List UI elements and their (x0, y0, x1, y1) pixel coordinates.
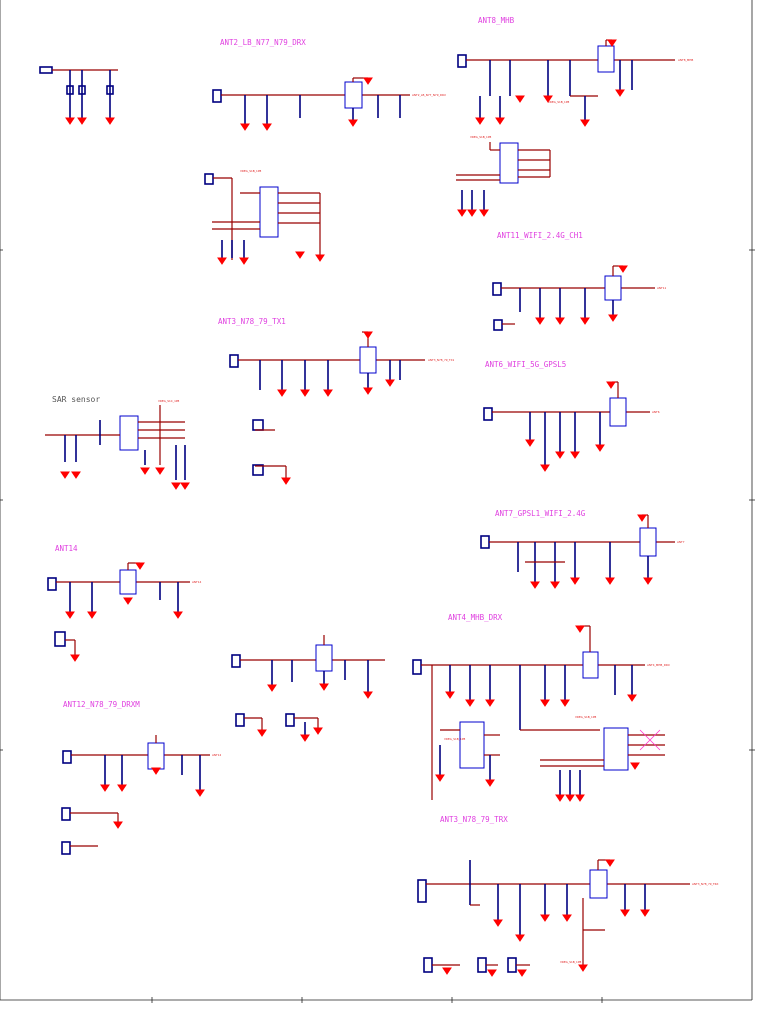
section-title-ant3-tx: ANT3_N78_79_TX1 (218, 317, 286, 326)
section-title-sar: SAR sensor (52, 395, 100, 404)
svg-text:ANT14: ANT14 (192, 580, 201, 584)
circuit-block-ant11: ANT11 (492, 265, 666, 331)
circuit-block-ant3-trx: ANT3_N78_79_TRX VREG_S1B_1P8 (417, 859, 719, 977)
svg-text:ANT3_N78_79_TRX: ANT3_N78_79_TRX (692, 882, 719, 886)
svg-text:ANT8_MHB: ANT8_MHB (678, 58, 693, 62)
svg-text:ANT6: ANT6 (652, 410, 660, 414)
svg-text:ANT11: ANT11 (657, 286, 666, 290)
svg-text:ANT3_N78_79_TX1: ANT3_N78_79_TX1 (428, 358, 455, 362)
section-title-ant12: ANT12_N78_79_DRXM (63, 700, 140, 709)
circuit-block-ant6: ANT6 (483, 381, 660, 472)
circuit-block-middle (231, 635, 385, 742)
svg-text:VREG_S1B_1P8: VREG_S1B_1P8 (444, 737, 466, 741)
circuit-block-ant14: ANT14 (47, 562, 201, 662)
section-title-ant3-trx: ANT3_N78_79_TRX (440, 815, 508, 824)
section-title-ant2: ANT2_LB_N77_N79_DRX (220, 38, 306, 47)
svg-text:VREG_S1B_1P8: VREG_S1B_1P8 (470, 135, 492, 139)
svg-text:ANT4_MHB_DRX: ANT4_MHB_DRX (647, 663, 670, 667)
svg-text:VREG_S1B_1P8: VREG_S1B_1P8 (560, 960, 582, 964)
svg-text:VREG_S1B_1P8: VREG_S1B_1P8 (240, 169, 262, 173)
circuit-block-ant12: ANT12 (61, 735, 221, 855)
circuit-block-ant2: ANT2_LB_N77_N79_DRX (212, 77, 446, 131)
section-title-ant4: ANT4_MHB_DRX (448, 613, 503, 622)
svg-text:ANT2_LB_N77_N79_DRX: ANT2_LB_N77_N79_DRX (412, 93, 446, 97)
section-title-ant11: ANT11_WIFI_2.4G_CH1 (497, 231, 583, 240)
svg-text:ANT7: ANT7 (677, 540, 685, 544)
circuit-block-ant8: ANT8_MHB VREG_S1B_1P8 VREG_S1B_1P8 (456, 39, 693, 217)
section-title-ant6: ANT6_WIFI_5G_GPSL5 (485, 360, 566, 369)
section-title-ant14: ANT14 (55, 544, 78, 553)
section-title-ant7: ANT7_GPSL1_WIFI_2.4G (495, 509, 586, 518)
svg-text:VREG_S1C_1P8: VREG_S1C_1P8 (158, 399, 180, 403)
svg-text:ANT12: ANT12 (212, 753, 221, 757)
drawing-frame (0, 0, 755, 1003)
circuit-block-ant4: ANT4_MHB_DRX VREG_S1B_1P8 VREG_S1B_1P8 (412, 625, 670, 802)
section-title-ant8: ANT8_MHB (478, 16, 515, 25)
circuit-block-ant3-tx: ANT3_N78_79_TX1 (229, 331, 455, 485)
svg-text:VREG_S1B_1P8: VREG_S1B_1P8 (548, 100, 570, 104)
circuit-block-sar: VREG_S1C_1P8 (45, 399, 190, 490)
circuit-block-ant2-ctrl: VREG_S1B_1P8 (204, 169, 325, 265)
svg-text:VREG_S1B_1P8: VREG_S1B_1P8 (575, 715, 597, 719)
circuit-block-ant7: ANT7 (480, 514, 685, 589)
circuit-block-top-left (39, 66, 118, 125)
